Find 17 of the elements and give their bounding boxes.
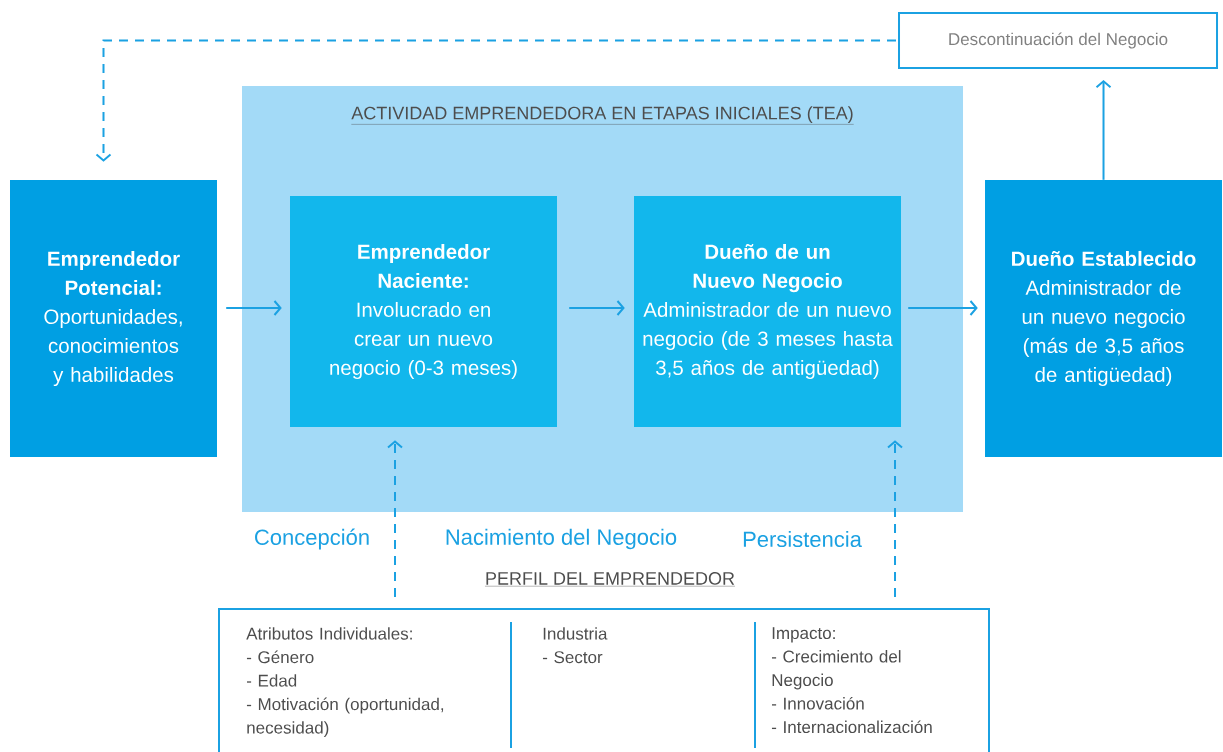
arrow (887, 440, 903, 598)
node-label: PERFIL DEL EMPRENDEDOR (486, 572, 735, 585)
phase-label: Persistencia (743, 530, 862, 548)
stage-box: Dueño Establecido Administrador de un nuevo negocio (más de 3,5 años de antigüedad) (985, 180, 1222, 457)
arrow (95, 39, 897, 162)
stage-box: Emprendedor Potencial: Oportunidades, conocimientos y habilidades (10, 180, 217, 457)
stage-box: Emprendedor Naciente: Involucrado en crear un nuevo negocio (0-3 meses) (290, 196, 557, 427)
phase-label: Nacimiento del Negocio (446, 528, 677, 550)
profile-box: PERFIL DEL EMPRENDEDOR Atributos Individuales: - Género - Edad - Motivación (oportunidad, necesidad) Industria - Sector Impacto: - Crecimiento del Negocio - Innovación - Internacionalización (218, 572, 990, 752)
arrow (387, 440, 403, 598)
phase-label: Concepción (255, 528, 369, 550)
arrow (907, 300, 978, 316)
outcome-box: Descontinuación del Negocio (898, 12, 1218, 69)
stage-box: Dueño de un Nuevo Negocio Administrador de un nuevo negocio (de 3 meses hasta 3,5 años de antigüedad) (634, 196, 901, 427)
arrow (568, 300, 625, 316)
arrow (225, 300, 282, 316)
arrow (1095, 80, 1112, 181)
